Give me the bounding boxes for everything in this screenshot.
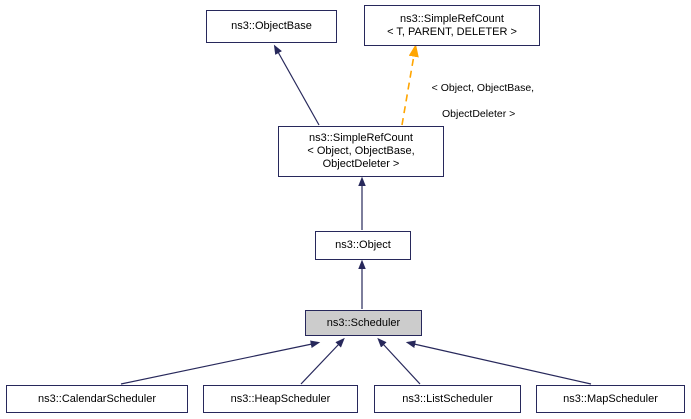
node-ns3-objectbase[interactable]: ns3::ObjectBase [206, 10, 337, 43]
edge-listscheduler-to-scheduler [377, 337, 421, 385]
edge-heapscheduler-to-scheduler [300, 337, 345, 385]
node-label-line: ns3::MapScheduler [563, 392, 658, 405]
node-ns3-calendarscheduler[interactable]: ns3::CalendarScheduler [6, 385, 188, 413]
node-ns3-heapscheduler[interactable]: ns3::HeapScheduler [203, 385, 358, 413]
node-label-line: ns3::ListScheduler [402, 392, 493, 405]
node-ns3-simplerefcount-template[interactable]: ns3::SimpleRefCount < T, PARENT, DELETER… [364, 5, 540, 46]
node-ns3-simplerefcount-object[interactable]: ns3::SimpleRefCount < Object, ObjectBase… [278, 126, 444, 177]
node-ns3-mapscheduler[interactable]: ns3::MapScheduler [536, 385, 685, 413]
node-ns3-object[interactable]: ns3::Object [315, 231, 411, 260]
edge-label-line: ObjectDeleter > [442, 108, 516, 120]
edge-simplerefcount-to-objectbase [273, 44, 320, 126]
edge-calendarscheduler-to-scheduler [120, 340, 321, 385]
edge-label-template-binding: < Object, ObjectBase, ObjectDeleter > [420, 69, 534, 147]
node-label-line: ns3::Object [335, 239, 391, 251]
edge-template-instantiation [401, 43, 419, 126]
node-label-line: ns3::SimpleRefCount [400, 12, 504, 25]
node-label-line: < Object, ObjectBase, [307, 145, 415, 157]
edge-label-line: < Object, ObjectBase, [431, 82, 535, 94]
node-label-line: < T, PARENT, DELETER > [387, 25, 517, 38]
edge-mapscheduler-to-scheduler [405, 340, 592, 385]
node-ns3-listscheduler[interactable]: ns3::ListScheduler [374, 385, 521, 413]
node-label-line: ns3::HeapScheduler [230, 392, 331, 405]
node-label-line: ns3::ObjectBase [231, 20, 312, 32]
node-ns3-scheduler[interactable]: ns3::Scheduler [305, 310, 422, 336]
node-label-line: ns3::Scheduler [326, 316, 401, 329]
node-label-line: ObjectDeleter > [322, 158, 400, 170]
node-label-line: ns3::SimpleRefCount [309, 132, 413, 144]
node-label-line: ns3::CalendarScheduler [37, 392, 157, 405]
